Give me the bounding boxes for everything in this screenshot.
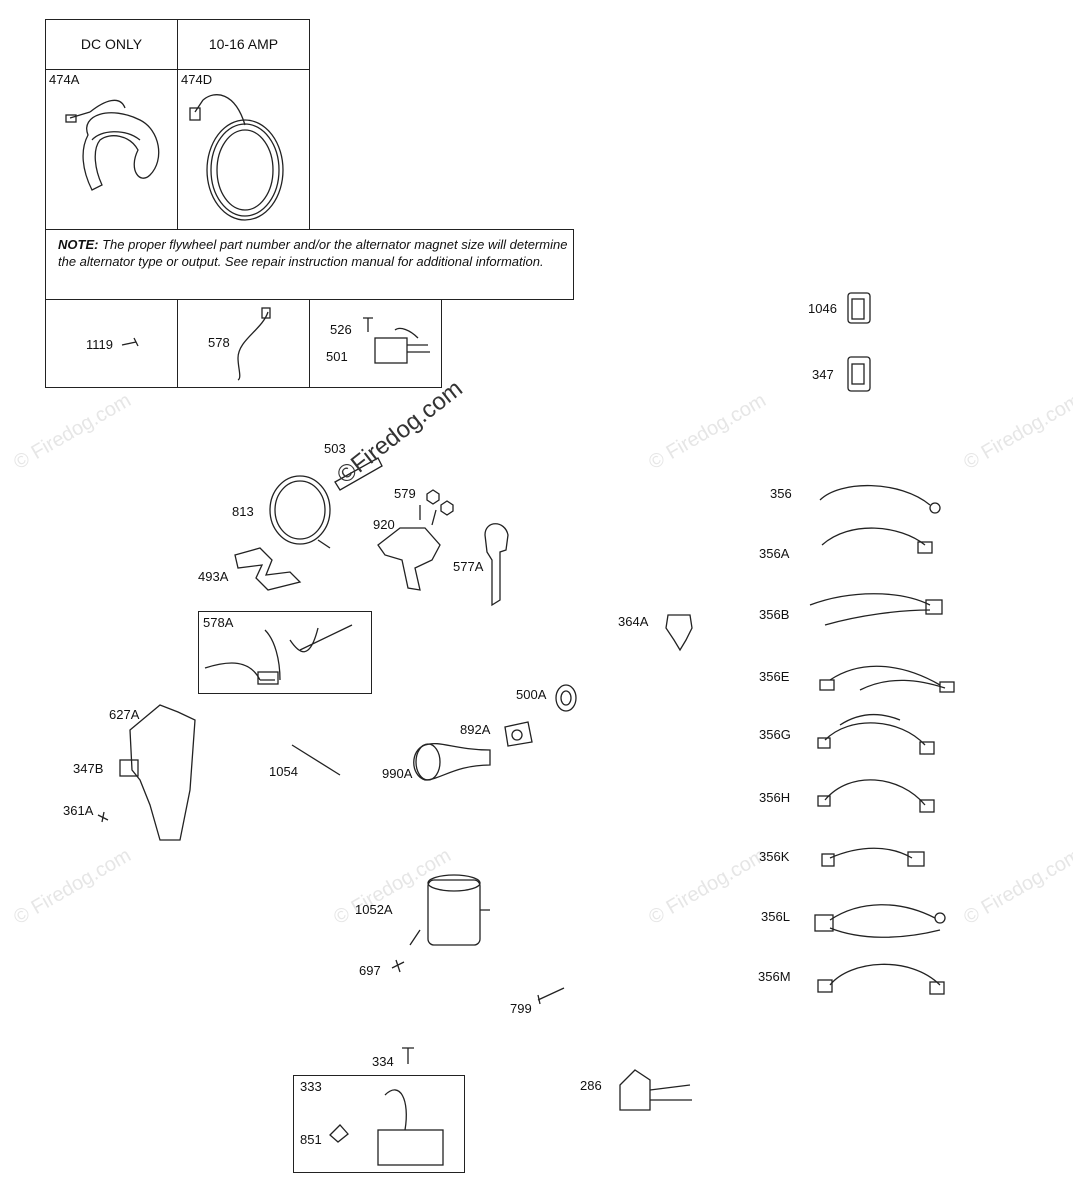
part-label-356L: 356L — [761, 909, 790, 924]
horn-990A-shape — [413, 742, 491, 781]
screw-361A-shape — [97, 811, 109, 823]
bracket-920-shape — [377, 527, 441, 591]
part-label-334: 334 — [372, 1054, 394, 1069]
part-label-364A: 364A — [618, 614, 649, 629]
wire-356-shape — [819, 484, 931, 506]
wire-356K-shape — [829, 847, 913, 859]
part-label-577A: 577A — [453, 559, 484, 574]
part-label-501: 501 — [326, 349, 348, 364]
switch-1046-shape — [847, 292, 871, 324]
part-label-356G: 356G — [759, 727, 791, 742]
clip-851-shape — [329, 1124, 349, 1143]
washer-500A-shape — [555, 684, 577, 712]
switch-347-shape — [847, 356, 871, 392]
part-label-1052A: 1052A — [355, 902, 393, 917]
part-label-578: 578 — [208, 335, 230, 350]
note-text: NOTE: The proper flywheel part number an… — [58, 236, 568, 270]
bracket-627A-shape — [129, 704, 196, 841]
divider-vertical — [177, 19, 178, 230]
divider-vertical — [309, 299, 310, 388]
part-label-500A: 500A — [516, 687, 547, 702]
screw-526-shape — [363, 317, 373, 332]
part-label-1046: 1046 — [808, 301, 837, 316]
harness-578A-shape — [204, 624, 353, 681]
part-label-356: 356 — [770, 486, 792, 501]
part-label-503: 503 — [324, 441, 346, 456]
screw-697-shape — [391, 959, 405, 973]
divider-horizontal — [45, 69, 310, 70]
part-label-347: 347 — [812, 367, 834, 382]
stud-799-shape — [537, 987, 565, 1005]
part-label-892A: 892A — [460, 722, 491, 737]
regulator-501-shape — [374, 327, 430, 364]
coil-333-shape — [377, 1089, 444, 1166]
part-label-920: 920 — [373, 517, 395, 532]
part-label-286: 286 — [580, 1078, 602, 1093]
part-label-356B: 356B — [759, 607, 790, 622]
bolt-334-shape — [402, 1047, 414, 1064]
divider-vertical — [177, 299, 178, 388]
part-label-990A: 990A — [382, 766, 413, 781]
tie-1054-shape — [291, 744, 341, 776]
note-prefix: NOTE: — [58, 237, 99, 252]
part-label-356K: 356K — [759, 849, 790, 864]
part-label-474A: 474A — [49, 72, 80, 87]
nut-579-shape — [426, 489, 454, 516]
part-label-347B: 347B — [73, 761, 104, 776]
part-label-356A: 356A — [759, 546, 790, 561]
part-label-361A: 361A — [63, 803, 94, 818]
part-label-356H: 356H — [759, 790, 791, 805]
part-label-627A: 627A — [109, 707, 140, 722]
note-body: The proper flywheel part number and/or t… — [58, 237, 568, 269]
kit-box-578A — [198, 611, 372, 694]
part-label-813: 813 — [232, 504, 254, 519]
part-label-578A: 578A — [203, 615, 234, 630]
band-813-shape — [269, 475, 331, 549]
alternator-474D-shape — [189, 94, 284, 221]
strap-503-shape — [334, 457, 383, 491]
wire-356A-shape — [821, 527, 926, 546]
part-label-799: 799 — [510, 1001, 532, 1016]
part-label-697: 697 — [359, 963, 381, 978]
wire-356H-shape — [824, 779, 926, 806]
boot-577A-shape — [484, 523, 509, 607]
screw-1119-shape — [121, 337, 139, 347]
bracket-493A-shape — [234, 547, 302, 591]
wire-356M-shape — [829, 963, 941, 986]
part-label-579: 579 — [394, 486, 416, 501]
parts-row-box — [45, 299, 442, 388]
part-label-356E: 356E — [759, 669, 790, 684]
solenoid-1052A-shape — [409, 874, 490, 946]
sensor-364A-shape — [665, 614, 693, 652]
wire-356L-shape — [829, 904, 941, 938]
part-label-1054: 1054 — [269, 764, 298, 779]
header-amp-range: 10-16 AMP — [208, 36, 279, 52]
part-label-1119: 1119 — [86, 337, 113, 352]
part-label-474D: 474D — [181, 72, 213, 87]
wire-356E-shape — [829, 665, 946, 691]
wire-578-shape — [237, 311, 269, 381]
part-label-851: 851 — [300, 1132, 322, 1147]
part-label-526: 526 — [330, 322, 352, 337]
switch-347B-shape — [119, 759, 139, 777]
kit-box-333 — [293, 1075, 465, 1173]
wire-356G-shape — [824, 713, 926, 746]
alternator-474A-shape — [65, 99, 160, 191]
module-286-shape — [619, 1069, 692, 1111]
header-dc-only: DC ONLY — [80, 36, 143, 52]
part-label-493A: 493A — [198, 569, 229, 584]
part-label-333: 333 — [300, 1079, 322, 1094]
fitting-892A-shape — [504, 721, 533, 747]
part-label-356M: 356M — [758, 969, 791, 984]
wire-356B-shape — [809, 593, 931, 626]
